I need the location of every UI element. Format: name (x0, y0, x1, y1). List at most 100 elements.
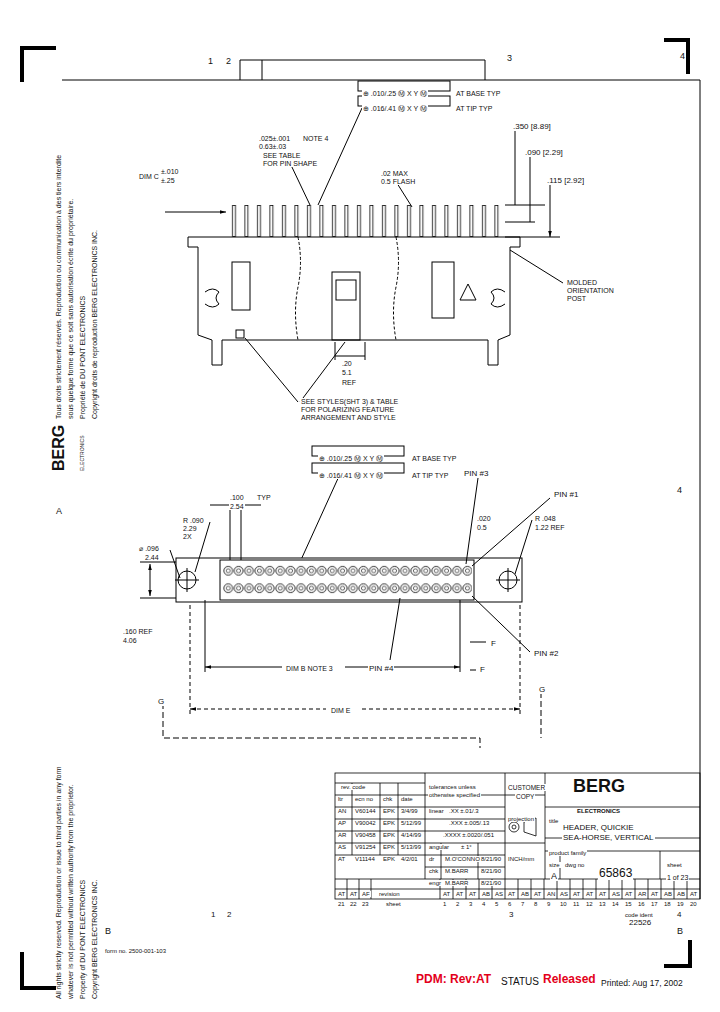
margin-notice: Copyright BERG ELECTRONICS INC. (83, 879, 101, 1000)
drawing-annotation: AT TIP TYP (411, 464, 449, 482)
label-text: EPK (382, 844, 396, 850)
drawing-annotation: projection (507, 807, 535, 825)
drawing-annotation: HEADER, QUICKIE (562, 816, 635, 834)
drawing-annotation: revision (378, 882, 401, 900)
label-text: 0.63±.03 (258, 143, 287, 150)
label-text: 14 (611, 901, 620, 907)
drawing-annotation: .20 (341, 352, 353, 370)
drawing-annotation: AB (676, 882, 686, 900)
drawing-annotation: TYP (256, 486, 272, 504)
top-view (140, 446, 550, 748)
margin-notice: Property of DU PONT ELECTRONICS (71, 879, 89, 1000)
label-text: AT (533, 891, 542, 897)
label-text: ELECTRONICS (79, 434, 85, 472)
label-text: AP (337, 820, 347, 826)
label-text: product family (548, 850, 587, 856)
label-text: COPY (515, 793, 535, 800)
drawing-annotation: R .090 (182, 509, 205, 527)
label-text: form no. 2500-001-103 (104, 948, 167, 954)
label-text: Copyright droits de reproduction BERG EL… (91, 229, 98, 420)
drawing-annotation: PIN #1 (553, 483, 579, 501)
drawing-annotation: AT (585, 882, 594, 900)
label-text: B (104, 926, 112, 936)
label-text: DIM C (138, 173, 160, 180)
label-text: SEE STYLES(SHT 3) & TABLE (300, 398, 399, 405)
title-block (335, 773, 700, 899)
drawing-annotation: INCH/mm (507, 847, 535, 865)
label-text: DIM B NOTE 3 (285, 665, 334, 672)
label-text: 4 (679, 51, 686, 61)
drawing-annotation: AS (559, 882, 569, 900)
label-text: title (548, 818, 559, 824)
label-text: R .048 (534, 515, 557, 522)
label-text: rev. code (340, 784, 366, 790)
drawing-annotation: .090 [2.29] (524, 141, 564, 159)
label-text: AB (520, 891, 530, 897)
label-text: 2.54 (229, 503, 245, 510)
label-text: STATUS (500, 976, 540, 987)
drawing-annotation: B (676, 920, 684, 938)
label-text: 21 (337, 901, 346, 907)
label-text: F (490, 639, 497, 648)
drawing-annotation: PIN #2 (533, 642, 559, 660)
drawing-annotation: NOTE 4 (302, 127, 329, 145)
drawing-annotation: rev. code (340, 775, 366, 793)
label-text: 0.5 FLASH (380, 178, 416, 185)
label-text: ⊕ .016/.41 Ⓜ X Y Ⓜ (318, 472, 384, 479)
drawing-annotation: AT (349, 882, 358, 900)
label-text: ELECTRONICS (576, 808, 621, 814)
drawing-annotation: ⊕ .010/.25 Ⓜ X Y Ⓜ (318, 447, 384, 465)
label-text: SEA-HORSE, VERTICAL (562, 833, 655, 842)
label-text: 9 (546, 901, 551, 907)
drawing-annotation: ±.010 (160, 160, 179, 178)
label-text: 5.1 (341, 369, 353, 376)
label-text: AR (337, 832, 347, 838)
label-text: ±.25 (160, 177, 176, 184)
label-text: HEADER, QUICKIE (562, 823, 635, 832)
label-text: dwg no (564, 862, 585, 868)
label-text: AS (494, 891, 504, 897)
label-text: 8/21/90 (480, 856, 502, 862)
label-text: 3 (506, 53, 513, 63)
label-text: FOR PIN SHAPE (262, 160, 318, 167)
label-text: AT (598, 891, 607, 897)
label-text: AT (468, 891, 477, 897)
label-text: AT (349, 891, 358, 897)
label-text: 5/13/99 (400, 844, 422, 850)
label-text: .025±.001 (258, 135, 291, 142)
label-text: BERG (50, 424, 67, 472)
drawing-annotation: AT (533, 882, 542, 900)
label-text: chk (428, 868, 439, 874)
label-text: 12 (585, 901, 594, 907)
drawing-annotation: ELECTRONICS (576, 799, 621, 817)
label-text: 65863 (598, 866, 633, 880)
label-text: AT (507, 891, 516, 897)
drawing-annotation: AR (637, 882, 647, 900)
label-text: PIN #2 (533, 649, 559, 658)
label-text: .020 (476, 515, 492, 522)
drawing-annotation: .02 MAX (380, 162, 409, 180)
label-text: AT (689, 891, 698, 897)
drawing-annotation: BERG (572, 777, 626, 797)
label-text: AT TIP TYP (411, 472, 449, 479)
label-text: M.BARR (444, 868, 469, 874)
label-text: 16 (637, 901, 646, 907)
drawing-annotation: AT (624, 882, 633, 900)
drawing-annotation: AN (546, 882, 556, 900)
drawing-annotation: linear (428, 799, 445, 817)
drawing-annotation: A (55, 500, 63, 518)
label-text: AT (337, 891, 346, 897)
label-text: AT BASE TYP (411, 455, 457, 462)
drawing-annotation: MOLDED (566, 271, 598, 289)
label-text: NOTE 4 (302, 135, 329, 142)
label-text: PIN #3 (463, 469, 489, 478)
label-text: 13 (598, 901, 607, 907)
label-text: 20 (689, 901, 698, 907)
drawing-annotation: .160 REF (122, 620, 154, 638)
drawing-annotation: AB (520, 882, 530, 900)
label-text: linear (428, 808, 445, 814)
drawing-annotation: R .048 (534, 507, 557, 525)
drawing-annotation: STATUS (500, 971, 540, 989)
label-text: V11144 (354, 856, 376, 862)
label-text: 2 (226, 910, 232, 919)
